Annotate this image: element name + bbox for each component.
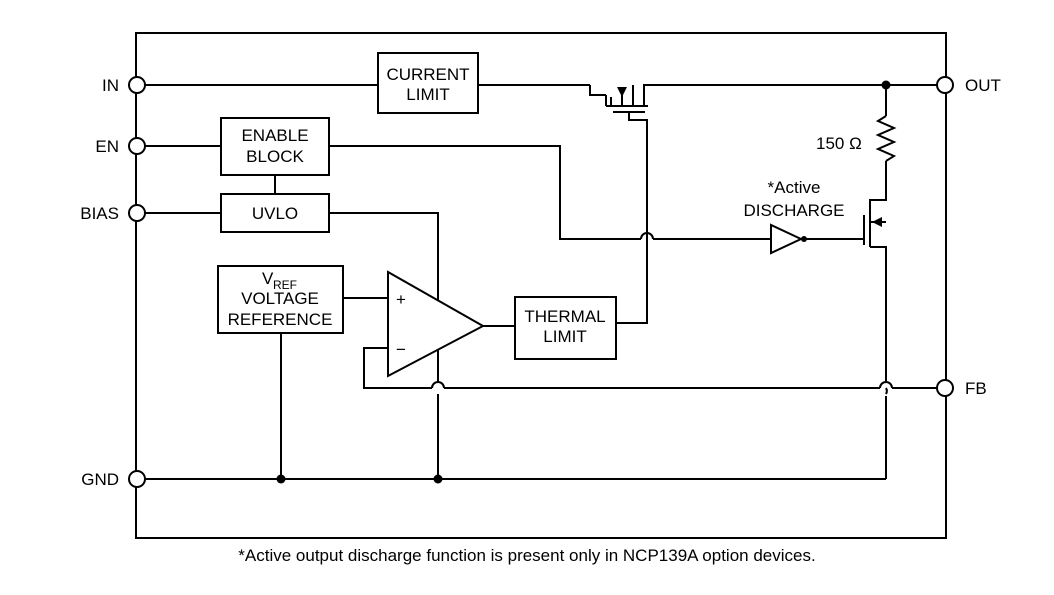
- thermal-limit-block: [514, 296, 617, 360]
- current-limit-label-2: LIMIT: [406, 85, 449, 104]
- pin-en: [128, 137, 146, 155]
- pin-fb: [936, 379, 954, 397]
- pin-out-label: OUT: [965, 76, 1001, 95]
- discharge-buffer: [770, 223, 804, 255]
- buffer-output-dot: [801, 236, 807, 242]
- pin-out: [936, 76, 954, 94]
- pin-gnd: [128, 470, 146, 488]
- discharge-fet-arrow-icon: [872, 217, 882, 227]
- pass-fet-arrow-icon: [617, 87, 627, 97]
- thermal-limit-label-1: THERMAL: [524, 307, 605, 326]
- pin-fb-label: FB: [965, 379, 987, 398]
- resistor-value-label: 150 Ω: [816, 134, 862, 153]
- footnote: *Active output discharge function is pre…: [238, 546, 815, 565]
- vref-label-main: V: [262, 269, 274, 288]
- active-discharge-label-2: DISCHARGE: [743, 201, 844, 220]
- active-discharge-label-1: *Active: [768, 178, 821, 197]
- pin-en-label: EN: [95, 137, 119, 156]
- enable-block-label-1: ENABLE: [241, 126, 308, 145]
- current-limit-block: [377, 52, 479, 114]
- error-amplifier: [387, 270, 486, 378]
- pin-in-label: IN: [102, 76, 119, 95]
- vref-label-sub: REF: [273, 278, 297, 292]
- uvlo-block: [220, 193, 330, 233]
- enable-block-label-2: BLOCK: [246, 147, 304, 166]
- uvlo-label: UVLO: [252, 204, 298, 223]
- enable-block: [220, 117, 330, 176]
- thermal-limit-label-2: LIMIT: [543, 327, 586, 346]
- wires: [145, 84, 938, 480]
- package-outline: [135, 32, 947, 539]
- opamp-minus-label: −: [396, 340, 406, 359]
- pin-bias: [128, 204, 146, 222]
- pin-bias-label: BIAS: [80, 204, 119, 223]
- pin-gnd-label: GND: [81, 470, 119, 489]
- current-limit-label-1: CURRENT: [386, 65, 469, 84]
- vref-block: [217, 265, 344, 334]
- pin-in: [128, 76, 146, 94]
- vref-label-2: VOLTAGE: [241, 289, 319, 308]
- junction-dot: [881, 80, 891, 90]
- vref-label-3: REFERENCE: [228, 310, 333, 329]
- junction-dot: [276, 474, 286, 484]
- opamp-plus-label: +: [396, 290, 406, 309]
- junction-dot: [433, 474, 443, 484]
